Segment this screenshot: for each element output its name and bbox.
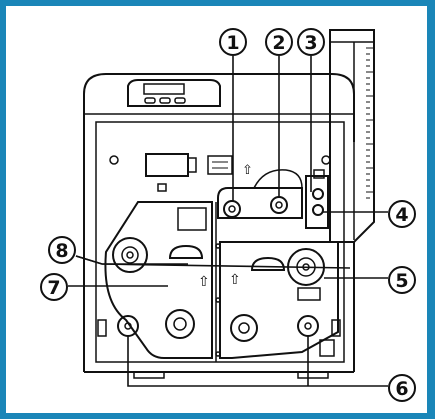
- callout-circle: [388, 200, 416, 228]
- release-lever-left: [97, 315, 139, 337]
- printer-diagram: ⇧ ⇧: [40, 28, 416, 402]
- card-hopper: [329, 29, 375, 243]
- callout-8: 8: [48, 236, 76, 264]
- callout-4: 4: [388, 200, 416, 228]
- callout-7: 7: [40, 273, 68, 301]
- callout-circle: [265, 28, 293, 56]
- callout-6: 6: [388, 374, 416, 402]
- right-ribbon-cartridge: ⇧: [219, 241, 339, 359]
- callout-circle: [388, 266, 416, 294]
- callout-number: 6: [395, 378, 408, 400]
- callout-circle: [297, 28, 325, 56]
- up-arrow-icon: ⇧: [242, 163, 253, 178]
- up-arrow-icon: ⇧: [198, 274, 210, 290]
- leader-lines: [68, 56, 388, 387]
- callout-number: 2: [272, 32, 285, 54]
- callout-number: 3: [304, 32, 317, 54]
- callout-circle: [388, 374, 416, 402]
- callout-number: 5: [395, 270, 408, 292]
- callout-circle: [48, 236, 76, 264]
- lever-unit: [305, 169, 329, 229]
- center-divider: [215, 202, 221, 362]
- callout-number: 7: [47, 277, 60, 299]
- upper-panel: ⇧: [109, 153, 331, 192]
- control-panel: [127, 79, 221, 107]
- left-ribbon-cartridge: ⇧: [104, 201, 213, 359]
- callout-circle: [40, 273, 68, 301]
- head-unit: [217, 169, 303, 219]
- callout-number: 8: [55, 240, 68, 262]
- callout-5: 5: [388, 266, 416, 294]
- figure-frame: ⇧ ⇧: [4, 4, 429, 415]
- callout-number: 4: [395, 204, 408, 226]
- callout-3: 3: [297, 28, 325, 56]
- callout-1: 1: [219, 28, 247, 56]
- callout-circle: [219, 28, 247, 56]
- callout-number: 1: [226, 32, 239, 54]
- callout-2: 2: [265, 28, 293, 56]
- printer-body: [83, 73, 355, 379]
- up-arrow-icon: ⇧: [229, 272, 241, 288]
